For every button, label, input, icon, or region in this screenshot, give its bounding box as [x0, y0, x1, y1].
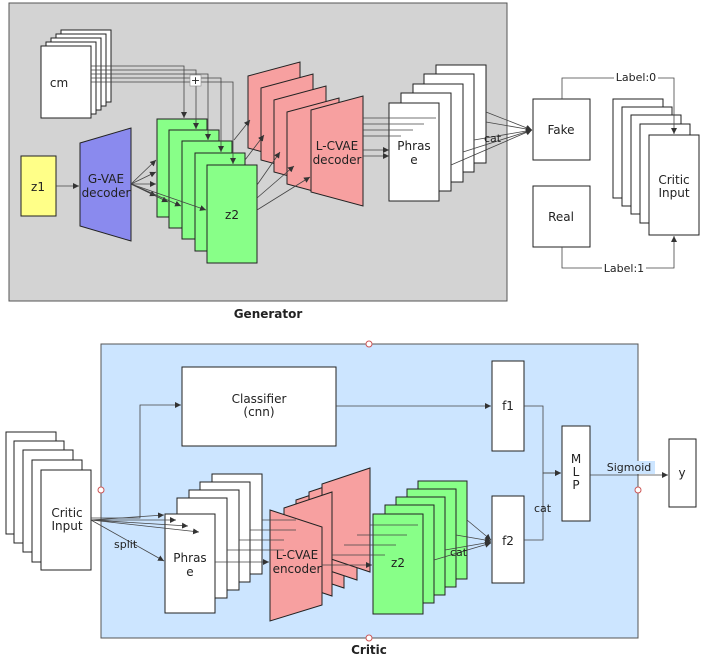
generator-title: Generator	[234, 307, 303, 321]
classifier-box	[181, 366, 337, 447]
classifier-label-1: Classifier	[232, 392, 287, 406]
critic-cat-inner-label: cat	[450, 546, 468, 559]
gen-lcvae-label-1: L-CVAE	[316, 139, 358, 153]
critic-z2-label: z2	[391, 556, 405, 570]
mlp-label-3: P	[572, 478, 579, 492]
critic-input-label-1: Critic	[51, 506, 82, 520]
gvae-decoder	[79, 127, 132, 242]
lcvae-to-z2-lines	[322, 524, 418, 568]
lcvae-to-phrase-lines	[363, 117, 436, 159]
f2-to-mlp	[524, 470, 561, 541]
critic-phrase-label-1: Phras	[173, 551, 206, 565]
critic-input-stack	[5, 431, 92, 571]
label0-text: Label:0	[616, 71, 656, 84]
gen-z2-label: z2	[225, 208, 239, 222]
critic-lcvae-stack	[269, 467, 371, 622]
disc-critic-input-label-1: Critic	[658, 173, 689, 187]
mlp-box	[561, 425, 591, 522]
critic-lcvae-label-1: L-CVAE	[276, 548, 318, 562]
gvae-to-z2-arrows	[130, 159, 207, 211]
gen-lcvae-label-2: decoder	[313, 153, 362, 167]
critic-lcvae-label-2: encoder	[273, 562, 322, 576]
f1-label: f1	[502, 399, 514, 413]
gen-phrase-label-1: Phras	[397, 139, 430, 153]
gen-phrase-label-2: e	[410, 153, 417, 167]
plus-label: +	[191, 74, 200, 87]
real-label: Real	[548, 210, 574, 224]
real-box	[532, 185, 591, 248]
label1-text: Label:1	[604, 262, 644, 275]
cm-to-z2-arrows	[91, 65, 236, 164]
gvae-label-1: G-VAE	[88, 172, 124, 186]
gvae-label-2: decoder	[82, 186, 131, 200]
phrase-to-lcvae-lines	[215, 519, 296, 565]
y-box	[668, 438, 697, 508]
y-label: y	[678, 466, 685, 480]
sigmoid-label: Sigmoid	[607, 461, 652, 474]
z2-to-lcvae-arrows	[233, 119, 311, 211]
critic-title: Critic	[351, 643, 387, 657]
gen-phrase-stack	[388, 64, 487, 202]
gen-z2-stack	[156, 118, 258, 264]
critic-input-label-2: Input	[51, 519, 82, 533]
phrase-to-fake-arrows	[450, 111, 533, 166]
z1-box	[20, 155, 57, 217]
z2-to-f2-arrows	[433, 519, 492, 561]
cm-label: cm	[50, 76, 68, 90]
mlp-label-1: M	[571, 452, 581, 466]
critic-phrase-stack	[164, 473, 263, 614]
z1-label: z1	[31, 180, 45, 194]
mlp-label-2: L	[573, 465, 580, 479]
critic-z2-stack	[372, 480, 468, 615]
f1-box	[491, 360, 525, 452]
critic-cat-label: cat	[534, 502, 552, 515]
f2-box	[491, 495, 525, 584]
disc-critic-input-stack	[612, 98, 700, 236]
fake-label: Fake	[547, 123, 574, 137]
classifier-label-2: (cnn)	[243, 405, 274, 419]
fake-box	[532, 98, 591, 161]
critic-phrase-label-2: e	[186, 565, 193, 579]
split-label: split	[114, 538, 138, 551]
split-arrows	[90, 512, 200, 562]
disc-critic-input-label-2: Input	[658, 186, 689, 200]
f2-label: f2	[502, 534, 514, 548]
gen-cat-label: cat	[484, 132, 502, 145]
